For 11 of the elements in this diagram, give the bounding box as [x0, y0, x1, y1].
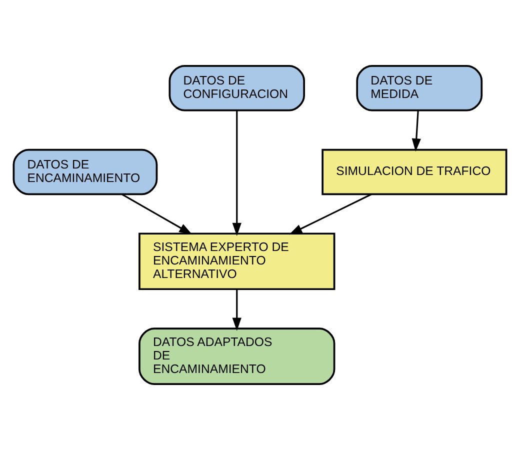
- node-box: SISTEMA EXPERTO DE ENCAMINAMIENTO ALTERNATIVO: [138, 232, 336, 290]
- arrow: [232, 288, 242, 330]
- node-box: SIMULACION DE TRAFICO: [322, 148, 508, 195]
- node-box: DATOS ADAPTADOS DE ENCAMINAMIENTO: [138, 327, 336, 384]
- arrow: [122, 193, 192, 234]
- node-box: DATOS DE CONFIGURACION: [168, 64, 305, 111]
- arrow: [232, 110, 242, 236]
- node-box: DATOS DE MEDIDA: [356, 64, 483, 111]
- arrow: [289, 193, 372, 234]
- node-box: DATOS DE ENCAMINAMIENTO: [12, 148, 158, 195]
- arrow: [412, 110, 421, 152]
